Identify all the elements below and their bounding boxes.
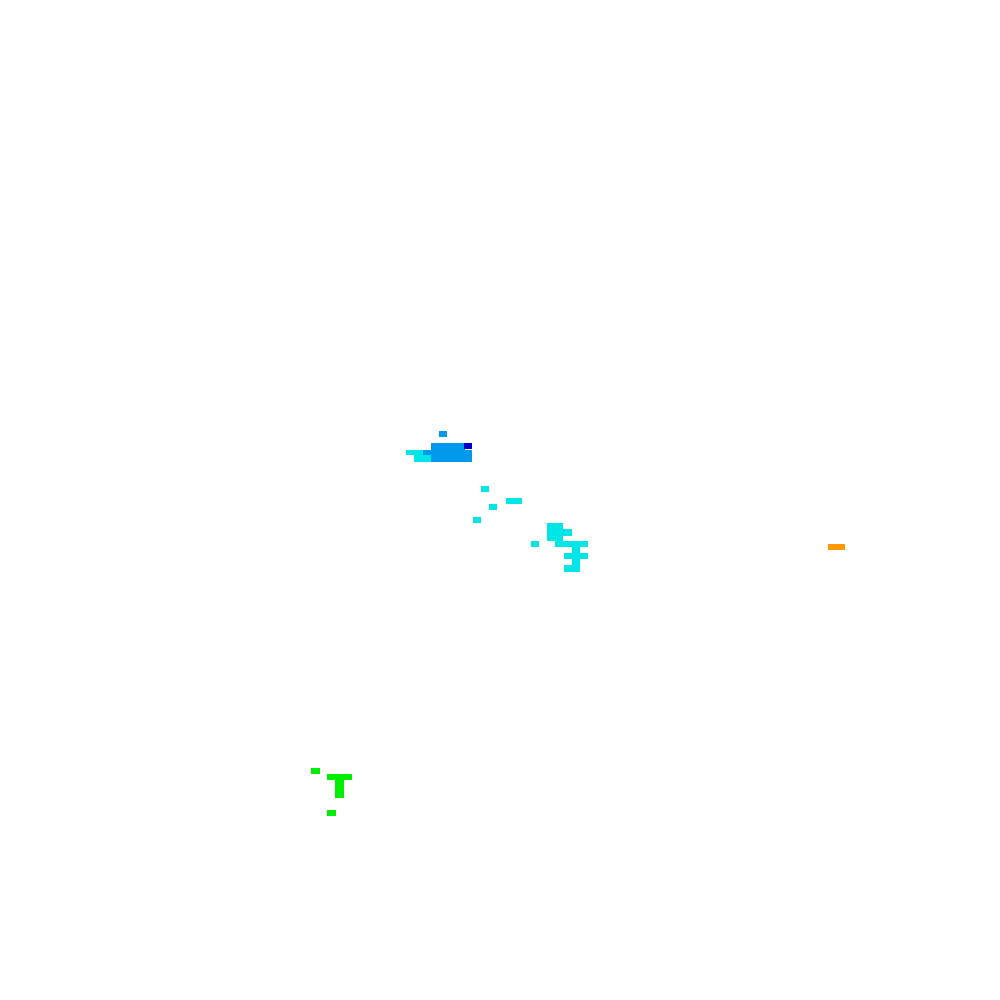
green-cluster <box>311 768 352 816</box>
cyan-scatter-pixel <box>506 498 522 504</box>
cyan-scatter-pixel <box>547 523 563 531</box>
cyan-scatter-pixel <box>564 565 580 572</box>
cyan-scatter-pixel <box>547 529 572 536</box>
blue-cluster-pixel <box>431 455 472 462</box>
cyan-scatter <box>473 486 588 572</box>
green-cluster-pixel <box>327 774 352 780</box>
blue-cluster-pixel <box>431 443 465 451</box>
blue-cluster-pixel <box>423 450 472 455</box>
cyan-scatter-pixel <box>564 553 588 559</box>
cyan-scatter-pixel <box>531 541 539 547</box>
blue-cluster-pixel <box>439 431 447 437</box>
cyan-scatter-pixel <box>547 535 563 541</box>
blue-cluster-pixel <box>464 443 472 449</box>
green-cluster-pixel <box>335 780 344 798</box>
cyan-scatter-pixel <box>572 559 580 565</box>
cyan-scatter-pixel <box>555 541 588 547</box>
cyan-scatter-pixel <box>489 504 497 510</box>
orange-mark <box>828 544 845 550</box>
cyan-scatter-pixel <box>473 517 481 523</box>
blue-cluster-pixel <box>406 450 423 455</box>
green-cluster-pixel <box>311 768 320 774</box>
cyan-scatter-pixel <box>572 547 580 553</box>
blue-cluster <box>406 431 472 462</box>
green-cluster-pixel <box>327 810 336 816</box>
blue-cluster-pixel <box>414 455 431 462</box>
orange-mark-pixel <box>828 544 845 550</box>
cyan-scatter-pixel <box>481 486 489 492</box>
